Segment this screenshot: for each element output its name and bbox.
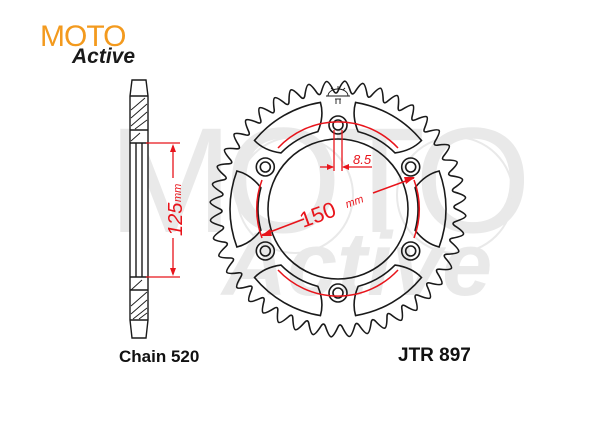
dimension-8-5-label: 8.5 [353,152,372,167]
manufacturer-mark [326,86,350,104]
side-profile [129,79,149,339]
sprocket-front [209,80,467,338]
logo-moto-text: MOTO [40,20,126,53]
dimension-125-label: 125 [165,202,187,236]
dimension-150-unit: mm [344,193,365,211]
chain-size-label: Chain 520 [119,347,200,366]
part-number-label: JTR 897 [398,345,471,366]
moto-active-logo: MOTO Active [40,22,150,72]
lightening-slots [229,101,447,317]
sprocket-teeth [209,80,467,338]
logo-active-text: Active [72,45,136,68]
dimension-8-5 [320,130,372,171]
dimension-150 [255,121,421,297]
dimension-125 [146,142,180,278]
watermark-active: Active [220,215,492,315]
dimension-125-unit: mm [172,184,184,202]
bolt-holes [255,115,421,303]
